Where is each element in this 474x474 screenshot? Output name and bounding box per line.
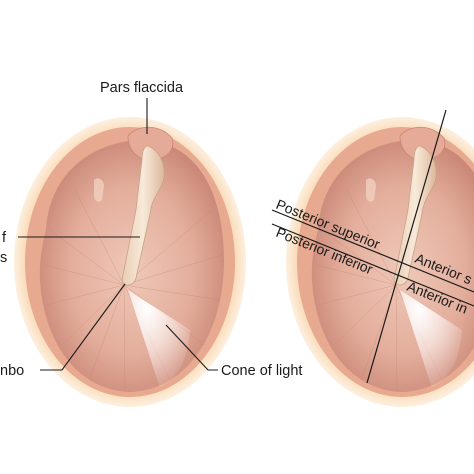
left-malleus-handle	[121, 145, 165, 286]
quadrant-line-upper-diagonal	[271, 209, 474, 293]
left-upper-highlight	[94, 178, 104, 202]
right-upper-highlight	[366, 178, 376, 202]
left-pars-flaccida	[127, 126, 174, 161]
quadrant-line-lower-diagonal	[271, 223, 474, 307]
quadrant-line-vertical	[366, 109, 447, 384]
label-pars-flaccida: Pars flaccida	[100, 80, 184, 96]
label-handle-partial-2: s	[0, 250, 7, 266]
right-eardrum	[271, 109, 474, 407]
umbo-leader	[40, 283, 126, 371]
right-cone-of-light	[400, 290, 462, 388]
label-handle-partial-1: f	[2, 230, 7, 246]
cone-of-light-leader	[165, 324, 218, 371]
left-cone-of-light	[128, 290, 190, 388]
left-eardrum	[14, 117, 246, 407]
label-umbo-partial: nbo	[0, 363, 24, 379]
label-cone-of-light: Cone of light	[221, 363, 302, 379]
